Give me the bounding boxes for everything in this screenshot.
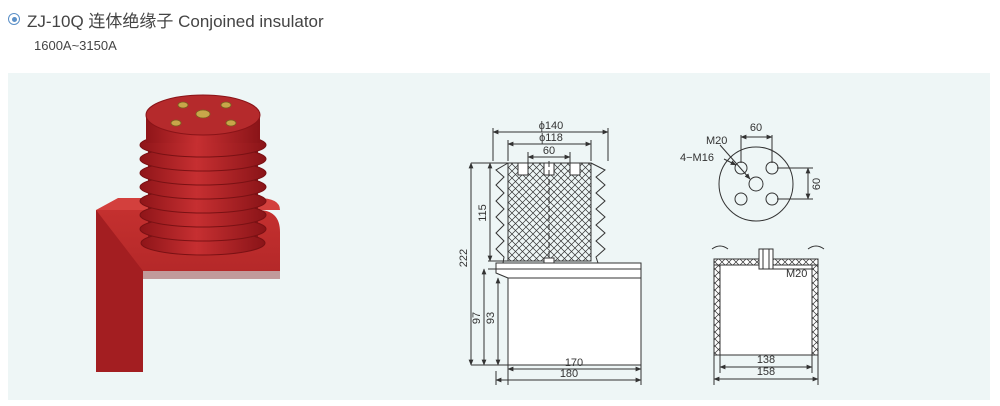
dim-97: 97 [471,312,483,324]
dim-phi118: ϕ118 [539,132,563,144]
product-figure: ϕ140 ϕ118 60 115 222 97 93 170 180 [96,94,825,385]
section-view-drawing [711,245,825,385]
top-view-drawing [718,134,813,222]
side-view-drawing [468,128,642,385]
dim-158: 158 [757,366,775,378]
circle-bullet-icon [8,13,20,25]
dim-60-right: 60 [811,178,823,190]
product-header: ZJ-10Q 连体绝缘子 Conjoined insulator 1600A~3… [8,4,988,64]
dim-170: 170 [565,357,583,369]
section-view-labels: M20 138 158 [757,268,808,378]
dim-222: 222 [458,249,470,267]
title-row: ZJ-10Q 连体绝缘子 Conjoined insulator [8,6,324,32]
dim-138: 138 [757,354,775,366]
dim-60-top: 60 [750,122,762,134]
metal-inserts [170,101,237,127]
insulator-photo [96,94,280,372]
current-range: 1600A~3150A [34,38,117,53]
dim-93: 93 [485,312,497,324]
label-4-m16: 4−M16 [680,152,714,164]
side-view-labels: ϕ140 ϕ118 60 115 222 97 93 170 180 [458,120,583,380]
dim-180: 180 [560,368,578,380]
dim-phi140: ϕ140 [539,120,564,132]
label-m20-top: M20 [706,135,727,147]
product-image-panel: ϕ140 ϕ118 60 115 222 97 93 170 180 [8,73,990,400]
dim-60-side: 60 [543,145,555,157]
product-title: ZJ-10Q 连体绝缘子 Conjoined insulator [27,11,324,31]
top-view-labels: 60 60 M20 4−M16 [680,122,823,190]
dim-115: 115 [477,204,489,222]
label-m20-section: M20 [786,268,807,280]
